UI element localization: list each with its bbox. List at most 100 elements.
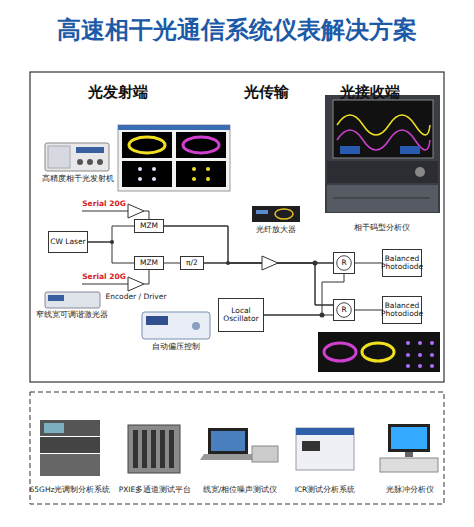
optical-path (204, 263, 333, 264)
hybrid-box: R (333, 299, 355, 321)
product-caption: 65GHz光调制分析系统 (5, 486, 135, 494)
screen-panel (340, 146, 360, 154)
instrument-unit (40, 454, 100, 476)
analyzer-device (325, 95, 440, 213)
fiber-loop (275, 209, 293, 219)
device-caption: 光纤放大器 (211, 226, 341, 235)
product-caption: 线宽/相位噪声测试仪 (175, 486, 305, 494)
eye-trace (362, 343, 394, 361)
node-text: Balanced Photodiode (381, 255, 423, 271)
chassis-slot (142, 430, 147, 468)
device-display (44, 423, 64, 433)
optical-path (355, 263, 382, 264)
node-text: R (341, 259, 346, 267)
device-caption: 窄线宽可调谐激光器 (7, 311, 137, 320)
node-text: CW Laser (50, 238, 85, 246)
device-slot (333, 198, 430, 199)
node-text: R (341, 306, 346, 314)
instrument-unit (40, 420, 100, 436)
optical-path (355, 310, 382, 311)
laptop-display (211, 431, 245, 451)
photodiode-box: Balanced Photodiode (382, 296, 422, 324)
screen-panel (400, 146, 420, 154)
laptop-screen (208, 428, 248, 454)
device-display (146, 316, 168, 325)
node-text: MZM (140, 259, 158, 267)
constellation-dot (430, 341, 434, 345)
component-label: Encoder / Driver (71, 293, 201, 301)
device-caption: 高精度相干光发射机 (13, 175, 143, 184)
constellation-dot (152, 177, 156, 181)
node-text: π/2 (186, 259, 198, 267)
optical-path (264, 274, 344, 315)
signal-wire (144, 270, 149, 284)
constellation-dot (406, 341, 410, 345)
optical-path (264, 315, 333, 316)
eye-trace (129, 137, 165, 153)
optical-path (164, 226, 333, 305)
constellation-dot (192, 177, 196, 181)
photodiode-box: Balanced Photodiode (382, 249, 422, 277)
optical-path (164, 263, 180, 264)
constellation-dot (418, 353, 422, 357)
node-text: Local Oscillator (219, 307, 263, 323)
pxie-chassis (128, 425, 180, 473)
constellation-panel (122, 161, 172, 187)
eye-panel (176, 132, 226, 158)
phase-shifter-box: π/2 (180, 256, 204, 270)
constellation-dot (406, 353, 410, 357)
fiber-amplifier-device (252, 206, 300, 222)
monitor-display (391, 427, 427, 449)
optical-path (88, 242, 134, 263)
eye-trace (183, 137, 219, 153)
constellation-dot (192, 167, 196, 171)
section-heading: 光接收端 (305, 84, 435, 101)
icr-tester (296, 428, 354, 470)
chassis-slot (169, 430, 174, 468)
bias-controller-device (142, 312, 210, 339)
page-title: 高速相干光通信系统仪表解决方案 (0, 14, 474, 46)
device-knob (87, 159, 93, 165)
device-display (76, 147, 104, 153)
device-knob (192, 322, 200, 330)
analyzer-unit (327, 185, 438, 212)
device-display (256, 210, 268, 214)
hybrid-circle-outline (337, 303, 352, 318)
driver-amplifier (128, 277, 144, 291)
constellation-dot (206, 177, 210, 181)
instrument-unit (252, 446, 278, 462)
device-caption: 自动偏压控制 (111, 343, 241, 352)
signal-wire (82, 284, 128, 285)
signal-wire (144, 211, 149, 219)
device-display (302, 441, 320, 451)
optical-amplifier-symbol (262, 256, 278, 270)
section-heading: 光传输 (201, 84, 331, 101)
constellation-dot (418, 341, 422, 345)
constellation-dot (152, 167, 156, 171)
signal-name: Serial 20G (39, 273, 169, 281)
oscillator-box: Local Oscillator (218, 298, 264, 332)
waveform (337, 115, 430, 135)
laptop-base (200, 454, 256, 460)
section-heading: 光发射端 (53, 84, 183, 101)
optical-path (88, 226, 134, 242)
node-text: Balanced Photodiode (381, 302, 423, 318)
software-screen (118, 125, 230, 191)
product-caption: 光脉冲分析仪 (345, 486, 474, 494)
device-stripe (296, 428, 354, 435)
monitor-stand (405, 452, 413, 457)
laser-device (45, 292, 100, 308)
analyzer-screen (333, 100, 433, 158)
monitor (388, 424, 430, 452)
junction-dot (320, 313, 325, 318)
device-caption: 相干码型分析仪 (317, 224, 447, 233)
modulator-box: MZM (134, 256, 164, 270)
chassis-slot (133, 430, 138, 468)
constellation-dot (430, 353, 434, 357)
constellation-dot (430, 364, 434, 368)
junction-dot (110, 240, 114, 244)
eye-panel (122, 132, 172, 158)
pulse-analyzer-unit (380, 458, 438, 472)
signal-wire (82, 211, 128, 212)
